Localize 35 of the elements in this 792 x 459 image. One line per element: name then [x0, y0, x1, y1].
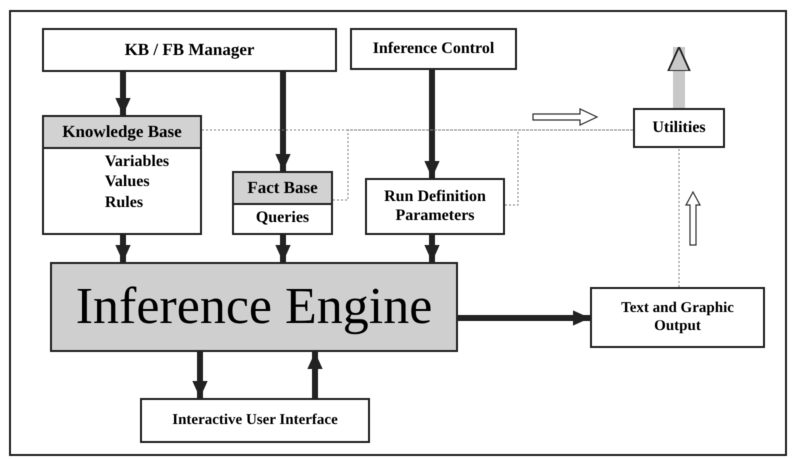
process-box — [42, 115, 202, 235]
arrow — [424, 70, 440, 178]
process-box — [140, 398, 370, 443]
process-box — [232, 171, 333, 235]
process-box — [590, 287, 765, 348]
process-box — [365, 178, 505, 235]
box-text: Variables — [104, 153, 170, 172]
box-text: Queries — [254, 209, 310, 228]
arrow — [424, 235, 440, 262]
arrow — [115, 235, 131, 262]
dotted-line — [504, 130, 634, 206]
arrow — [458, 310, 590, 326]
arrow — [667, 46, 691, 108]
box-label: Interactive User Interface — [171, 412, 339, 430]
box-label: Text and Graphic Output — [620, 300, 735, 335]
box-label: Inference Control — [372, 40, 496, 58]
process-box — [350, 28, 517, 70]
arrow — [192, 352, 208, 398]
box-label: Run Definition Parameters — [383, 188, 487, 225]
box-label: Inference Engine — [74, 277, 434, 337]
arrow — [275, 235, 291, 262]
engine-box — [50, 262, 458, 352]
box-text: Rules — [104, 194, 144, 212]
process-box — [633, 108, 725, 148]
dotted-line — [678, 148, 680, 288]
box-text: Values — [104, 173, 151, 192]
box-header: Fact Base — [234, 173, 331, 205]
box-label: KB / FB Manager — [124, 40, 256, 60]
box-label: Utilities — [651, 118, 707, 138]
arrow — [115, 72, 131, 115]
box-header: Knowledge Base — [44, 117, 200, 149]
arrow — [275, 72, 291, 171]
process-box — [42, 28, 337, 72]
arrow — [307, 352, 323, 398]
dotted-line — [332, 130, 634, 200]
